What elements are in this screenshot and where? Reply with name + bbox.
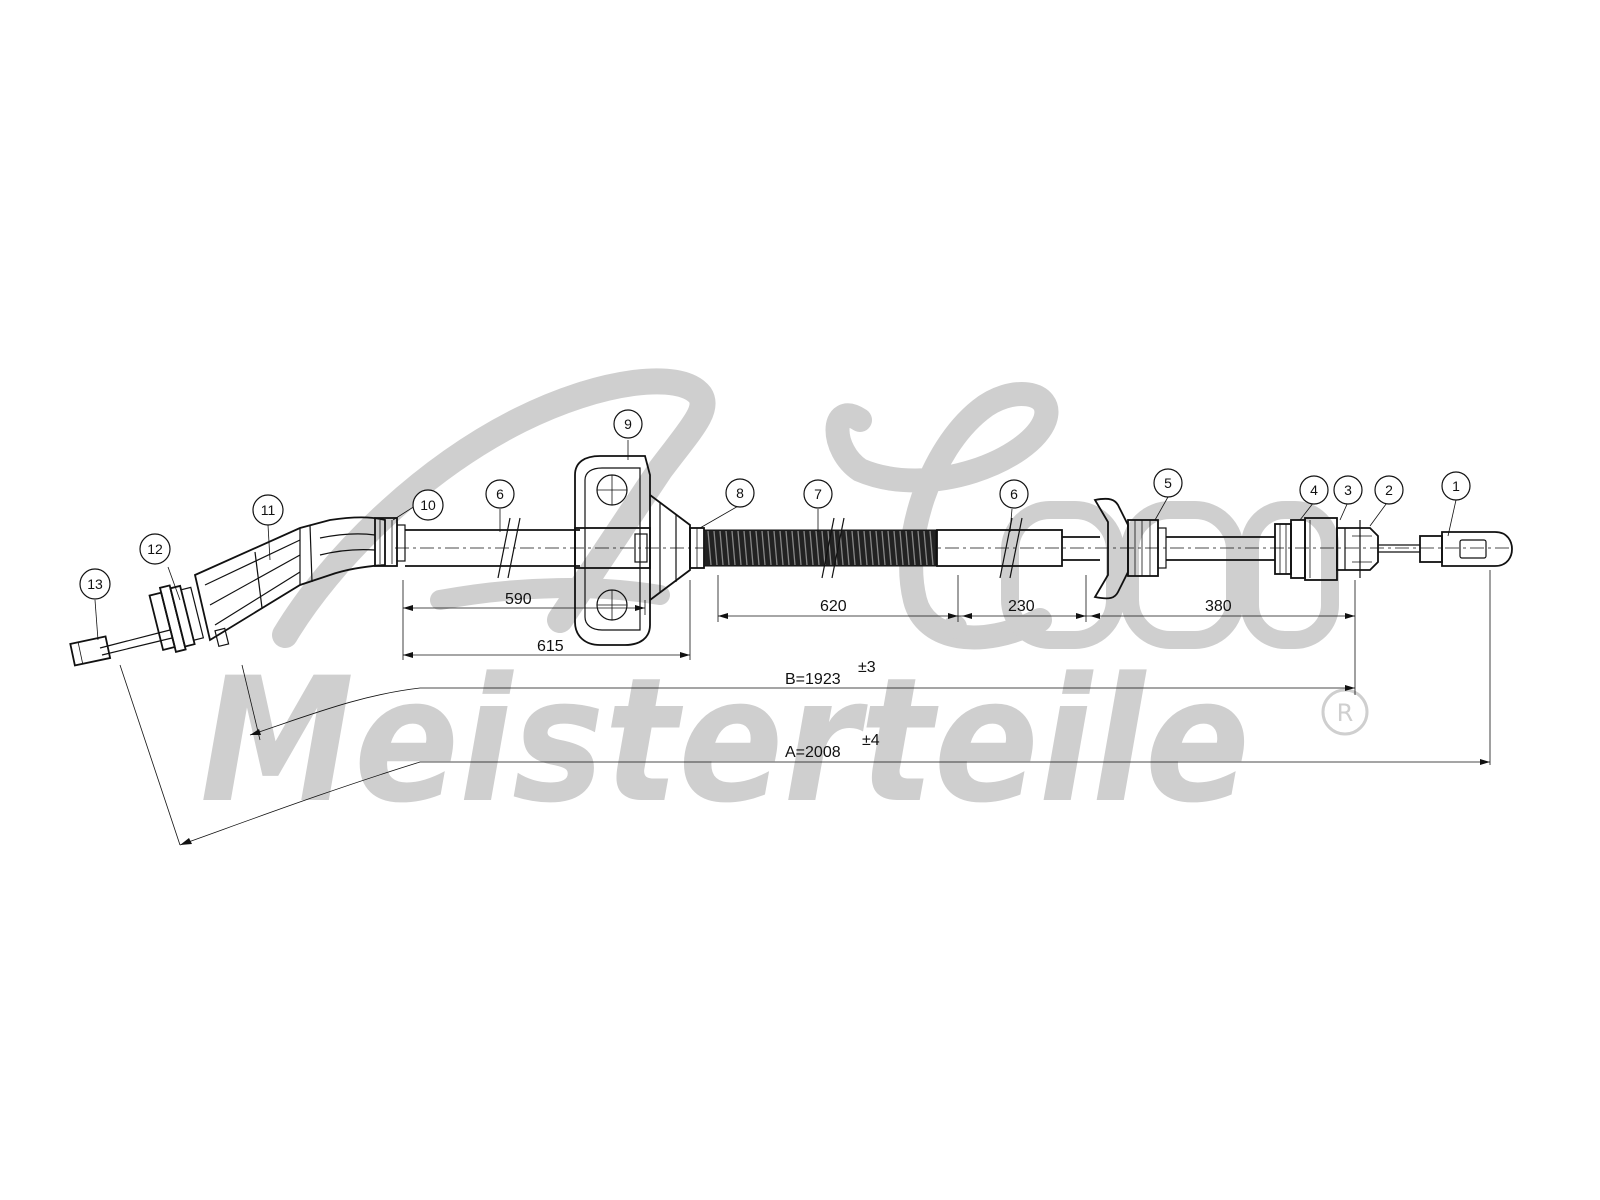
svg-text:12: 12 (147, 541, 163, 557)
callout-2: 2 (1374, 475, 1404, 505)
dim-590: 590 (505, 591, 532, 608)
callout-3: 3 (1333, 475, 1363, 505)
corrugation-stripe (707, 530, 712, 566)
grommet-11 (193, 516, 386, 642)
end-fitting-1 (1419, 531, 1513, 567)
corrugation-stripe (767, 530, 772, 566)
corrugation-stripe (791, 530, 796, 566)
watermark-logo-block-3 (1241, 501, 1339, 649)
corrugation-stripe (875, 530, 880, 566)
corrugation-stripe (917, 530, 922, 566)
corrugation-stripe (893, 530, 898, 566)
watermark: Meisterteile R (200, 368, 1369, 841)
callout-8: 8 (725, 478, 755, 508)
callout-7: 7 (803, 479, 833, 509)
fitting-4 (1274, 519, 1306, 579)
callout-11: 11 (252, 494, 284, 526)
corrugation-stripe (797, 530, 802, 566)
callout-1: 1 (1441, 471, 1471, 501)
dimension-labels: 590 615 620 230 380 B=1923 ±3 A=2008 ±4 (505, 591, 1232, 761)
corrugation-stripe (899, 530, 904, 566)
svg-text:8: 8 (736, 485, 744, 501)
callout-4: 4 (1299, 475, 1329, 505)
callout-10: 10 (412, 489, 444, 521)
dim-b-label: B=1923 (785, 671, 841, 688)
svg-text:6: 6 (496, 486, 504, 502)
dim-615: 615 (537, 638, 564, 655)
corrugation-stripe (845, 530, 850, 566)
grommet-5 (1093, 497, 1167, 600)
corrugation-stripe (719, 530, 724, 566)
svg-text:9: 9 (624, 416, 632, 432)
corrugation-stripe (911, 530, 916, 566)
dim-230: 230 (1008, 598, 1035, 615)
corrugated-section-7 (703, 517, 937, 579)
corrugation-stripe (887, 530, 892, 566)
watermark-logo-a-bar (430, 578, 670, 610)
callout-9: 9 (613, 409, 643, 439)
callout-6-left: 6 (485, 479, 515, 509)
svg-text:4: 4 (1310, 482, 1318, 498)
corrugation-stripe (869, 530, 874, 566)
svg-text:5: 5 (1164, 475, 1172, 491)
dim-b-tolerance: ±3 (858, 659, 876, 676)
svg-text:10: 10 (420, 497, 436, 513)
corrugation-stripe (815, 530, 820, 566)
svg-text:13: 13 (87, 576, 103, 592)
sheath-left (405, 517, 580, 579)
svg-text:6: 6 (1010, 486, 1018, 502)
svg-text:2: 2 (1385, 482, 1393, 498)
svg-text:11: 11 (261, 502, 276, 518)
watermark-logo-block-2 (1121, 501, 1244, 649)
svg-text:1: 1 (1452, 478, 1460, 494)
watermark-logo-l-stroke (825, 382, 1059, 650)
watermark-logo-a-stroke (272, 368, 716, 648)
ferrule-10 (374, 517, 406, 567)
corrugation-stripe (713, 530, 718, 566)
svg-text:7: 7 (814, 486, 822, 502)
corrugation-stripe (803, 530, 808, 566)
corrugation-stripe (755, 530, 760, 566)
callout-leaders (94, 440, 1457, 641)
corrugation-stripe (743, 530, 748, 566)
clip-2 (1336, 520, 1379, 578)
callout-5: 5 (1153, 468, 1183, 498)
corrugation-stripe (857, 530, 862, 566)
corrugation-stripe (881, 530, 886, 566)
corrugation-stripe (851, 530, 856, 566)
corrugation-stripe (923, 530, 928, 566)
bracket-9 (574, 455, 691, 646)
corrugation-stripe (779, 530, 784, 566)
corrugation-stripe (749, 530, 754, 566)
corrugation-stripe (827, 530, 832, 566)
corrugation-stripe (863, 530, 868, 566)
steel-section (1166, 536, 1275, 561)
dim-a-tolerance: ±4 (862, 732, 880, 749)
corrugation-stripe (773, 530, 778, 566)
corrugation-stripe (761, 530, 766, 566)
watermark-brand-text: Meisterteile (200, 640, 1250, 841)
corrugation-stripe (821, 530, 826, 566)
corrugation-stripe (785, 530, 790, 566)
corrugation-stripe (905, 530, 910, 566)
corrugation-stripe (809, 530, 814, 566)
watermark-logo-dot (943, 615, 967, 639)
callout-12: 12 (139, 533, 171, 565)
corrugation-stripe (731, 530, 736, 566)
callout-13: 13 (79, 568, 111, 600)
corrugation-stripe (725, 530, 730, 566)
dim-620: 620 (820, 598, 847, 615)
callouts: 1 2 3 4 5 6 6 7 (79, 409, 1471, 600)
corrugation-stripe (737, 530, 742, 566)
dim-380: 380 (1205, 598, 1232, 615)
svg-text:3: 3 (1344, 482, 1352, 498)
dimension-lines (119, 570, 1491, 846)
corrugation-stripe (833, 530, 838, 566)
dim-a-label: A=2008 (785, 744, 841, 761)
watermark-registered-mark: R (1337, 699, 1354, 727)
corrugation-stripe (929, 530, 934, 566)
terminal-13 (69, 635, 112, 667)
callout-6-right: 6 (999, 479, 1029, 509)
